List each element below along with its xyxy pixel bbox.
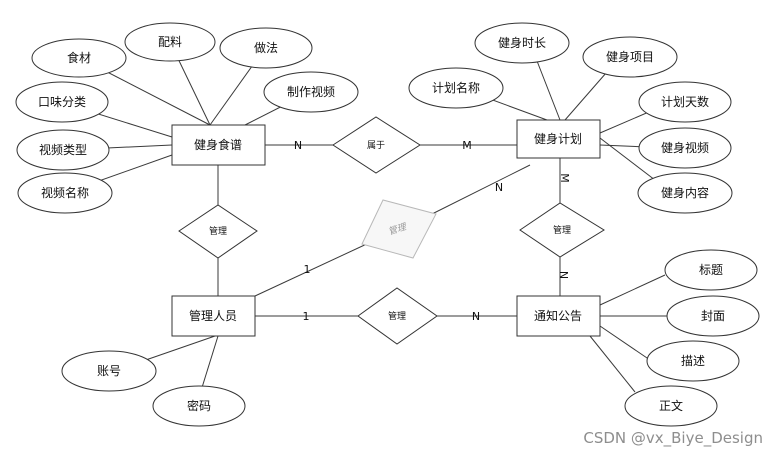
attribute-label: 密码 [187,398,211,413]
watermark-text: CSDN @vx_Biye_Design [583,429,763,448]
attribute-label: 计划天数 [661,94,709,109]
attribute-label: 正文 [659,398,683,413]
relationship-belongs[interactable]: 属于 [332,116,421,174]
attribute-label: 食材 [67,50,91,65]
relationship-manage-notice[interactable]: 管理 [357,287,438,345]
attribute-label: 视频类型 [39,142,87,157]
attribute-flavor-category[interactable]: 口味分类 [15,81,109,123]
attribute-label: 封面 [701,309,725,323]
attribute-label: 配料 [158,35,182,49]
attribute-method[interactable]: 做法 [219,27,313,69]
attribute-label: 账号 [97,364,121,378]
attribute-fitness-content[interactable]: 健身内容 [637,172,733,214]
attribute-body-text[interactable]: 正文 [624,385,718,427]
cardinality-label: 1 [303,310,310,323]
cardinality-label: N [557,271,570,279]
cardinality-label: 1 [304,263,311,276]
cardinality-label: M [558,173,571,183]
cardinality-label: N [472,310,480,323]
attribute-cover[interactable]: 封面 [666,295,760,337]
entity-notice[interactable]: 通知公告 [516,295,601,337]
attribute-video-type[interactable]: 视频类型 [16,129,110,171]
relationship-manage-plan[interactable]: 管理 [519,202,605,258]
relationship-manage-plan-diagonal[interactable]: 管理 [361,199,437,259]
attribute-title[interactable]: 标题 [664,249,758,291]
cardinality-label: M [462,139,472,152]
attribute-video-name[interactable]: 视频名称 [17,172,113,214]
attribute-label: 做法 [254,40,278,55]
attribute-label: 健身项目 [606,49,654,64]
entity-label: 健身计划 [534,131,582,146]
attribute-label: 健身视频 [661,140,709,155]
relationship-manage-recipe[interactable]: 管理 [178,204,258,259]
entity-administrator[interactable]: 管理人员 [171,295,256,337]
entity-label: 管理人员 [189,308,237,323]
attribute-label: 健身时长 [498,35,546,50]
cardinality-label: N [294,139,302,152]
attribute-fitness-video[interactable]: 健身视频 [638,127,732,169]
entity-fitness-plan[interactable]: 健身计划 [516,119,601,159]
relationship-label: 管理 [209,225,227,237]
cardinality-label: N [495,181,503,194]
attribute-making-video[interactable]: 制作视频 [263,71,359,113]
attribute-password[interactable]: 密码 [152,385,246,427]
attribute-plan-days[interactable]: 计划天数 [638,81,732,123]
attribute-label: 健身内容 [661,185,709,200]
attribute-duration[interactable]: 健身时长 [474,22,570,64]
relationship-label: 管理 [388,310,406,322]
attribute-seasoning[interactable]: 配料 [124,22,216,62]
attribute-exercise-item[interactable]: 健身项目 [582,36,678,78]
relationship-label: 属于 [367,140,385,151]
attribute-label: 口味分类 [38,95,86,109]
entity-fitness-recipe[interactable]: 健身食谱 [171,124,266,166]
attribute-label: 标题 [699,263,723,277]
attribute-label: 描述 [681,354,705,368]
attribute-label: 计划名称 [432,80,480,95]
entity-label: 健身食谱 [194,137,242,152]
relationship-label: 管理 [553,224,571,236]
attribute-description[interactable]: 描述 [646,340,740,382]
attribute-label: 视频名称 [41,185,89,200]
entity-label: 通知公告 [534,309,582,323]
attribute-ingredients[interactable]: 食材 [31,38,127,78]
attribute-account[interactable]: 账号 [61,350,157,392]
attribute-plan-name[interactable]: 计划名称 [408,67,504,109]
attribute-label: 制作视频 [287,84,335,99]
